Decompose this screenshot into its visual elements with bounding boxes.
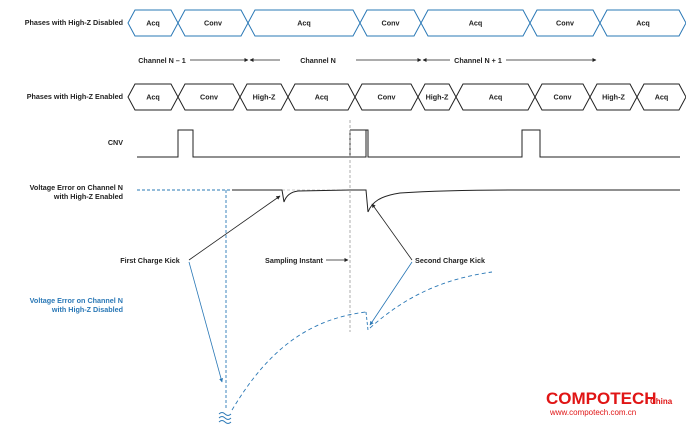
phase-cell-label: Conv bbox=[204, 19, 222, 28]
cnv-waveform bbox=[137, 129, 680, 158]
watermark-brand: COMPOTECH bbox=[546, 389, 657, 408]
phase-cell-label: Acq bbox=[469, 19, 483, 28]
row-label-cnv: CNV bbox=[108, 138, 123, 147]
watermark-url: www.compotech.com.cn bbox=[549, 408, 636, 417]
phase-cell-label: High-Z bbox=[602, 93, 625, 102]
phase-cell-label: High-Z bbox=[426, 93, 449, 102]
error-disabled-recovery-1 bbox=[231, 311, 367, 411]
annotation-sampling-instant: Sampling Instant bbox=[265, 256, 324, 265]
phase-cell-label: High-Z bbox=[253, 93, 276, 102]
second-kick-arrow-to-disabled bbox=[369, 261, 413, 326]
phase-cell-label: Acq bbox=[315, 93, 329, 102]
first-kick-arrow-to-disabled bbox=[188, 261, 223, 383]
channel-n-label: Channel N bbox=[300, 56, 336, 65]
channel-n-minus-1-label: Channel N – 1 bbox=[138, 56, 186, 65]
phase-cell-label: Conv bbox=[556, 19, 574, 28]
row-label-error-disabled-line2: with High-Z Disabled bbox=[51, 305, 123, 314]
axis-break-icon bbox=[218, 412, 232, 424]
phase-cell-outline bbox=[599, 9, 686, 37]
phase-cell-label: Acq bbox=[146, 93, 160, 102]
second-kick-arrow-to-enabled bbox=[371, 203, 413, 261]
row-label-highz-enabled: Phases with High-Z Enabled bbox=[27, 92, 123, 101]
phase-cell-label: Acq bbox=[636, 19, 650, 28]
phase-bus-highz-disabled: Acq Conv Acq Conv Acq Conv Acq bbox=[127, 9, 686, 37]
phase-cell-label: Acq bbox=[297, 19, 311, 28]
phase-bus-highz-enabled: Acq Conv High-Z Acq Conv High-Z Acq Conv High-Z A… bbox=[127, 83, 686, 111]
watermark-brand-suffix: China bbox=[650, 397, 673, 406]
compotech-watermark: COMPOTECH China www.compotech.com.cn bbox=[546, 389, 673, 417]
error-disabled-recovery-2 bbox=[369, 271, 493, 329]
row-label-highz-disabled: Phases with High-Z Disabled bbox=[25, 18, 123, 27]
phase-cell-label: Conv bbox=[382, 19, 400, 28]
annotation-second-charge-kick: Second Charge Kick bbox=[415, 256, 485, 265]
phase-cell-label: Conv bbox=[378, 93, 396, 102]
phase-cell-label: Conv bbox=[554, 93, 572, 102]
channel-n-plus-1-label: Channel N + 1 bbox=[454, 56, 502, 65]
error-enabled-trace bbox=[232, 189, 680, 213]
phase-cell-label: Acq bbox=[146, 19, 160, 28]
phase-cell-outline bbox=[636, 83, 686, 111]
annotation-first-charge-kick: First Charge Kick bbox=[120, 256, 180, 265]
row-label-error-enabled-line2: with High-Z Enabled bbox=[53, 192, 123, 201]
row-label-error-disabled-line1: Voltage Error on Channel N bbox=[30, 296, 123, 305]
phase-cell-label: Conv bbox=[200, 93, 218, 102]
first-kick-arrow-to-enabled bbox=[188, 195, 281, 261]
error-disabled-second-drop bbox=[365, 311, 369, 331]
row-label-error-enabled-line1: Voltage Error on Channel N bbox=[30, 183, 123, 192]
phase-cell-label: Acq bbox=[489, 93, 503, 102]
channel-spans: Channel N – 1 Channel N Channel N + 1 bbox=[138, 56, 597, 65]
phase-cell-label: Acq bbox=[655, 93, 669, 102]
